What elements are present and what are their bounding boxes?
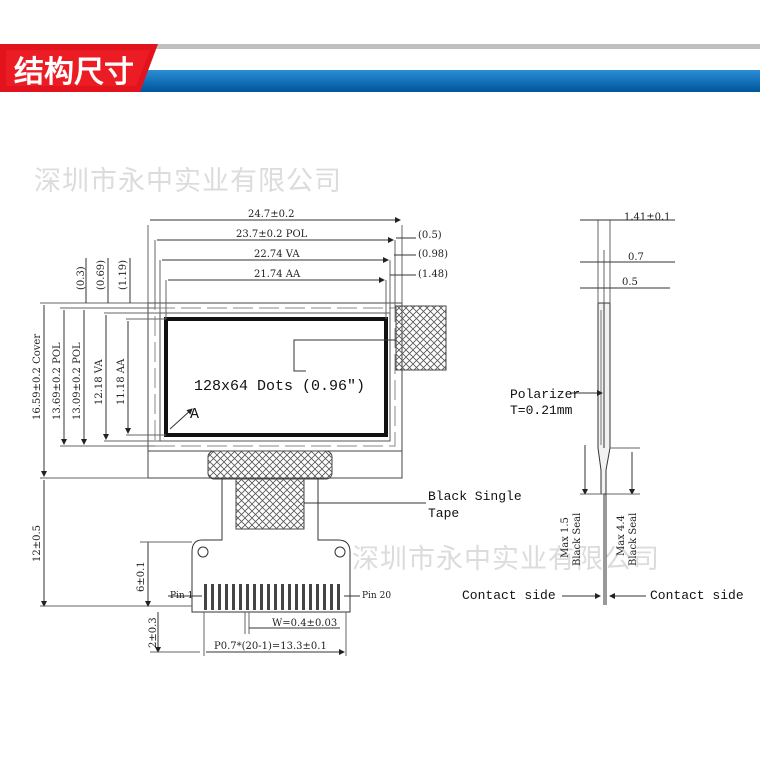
fpc-pin: [295, 584, 298, 610]
fpc-pin: [274, 584, 277, 610]
polarizer-thickness-label: T=0.21mm: [510, 403, 573, 418]
seal-black-2: Black Seal: [628, 513, 639, 566]
fpc-hole-left: [197, 546, 209, 558]
seal-max-4-4: Max 4.4: [616, 515, 627, 556]
polarizer-tab: [395, 305, 447, 371]
polarizer-label: Polarizer: [510, 387, 580, 402]
dim-pol-width: 23.7±0.2 POL: [236, 229, 308, 240]
dim-aa-height: 11.18 AA: [116, 358, 127, 405]
fpc-pin: [323, 584, 326, 610]
fpc-outline: [191, 478, 351, 613]
seal-black-1: Black Seal: [572, 513, 583, 566]
pin-width-label: W=0.4±0.03: [272, 618, 337, 629]
dim-pol-height-inner: 13.09±0.2 POL: [72, 342, 83, 420]
section-header: 结构尺寸: [0, 0, 760, 110]
dim-fpc-2: 2±0.3: [148, 617, 159, 648]
fpc-pin: [218, 584, 221, 610]
fpc-pin: [260, 584, 263, 610]
dim-va-width: 22.74 VA: [254, 249, 300, 260]
point-a-label: A: [190, 406, 199, 423]
contact-side-right: Contact side: [650, 588, 744, 603]
dim-aa-width: 21.74 AA: [254, 269, 301, 280]
fpc-pin: [267, 584, 270, 610]
pin-20-label: Pin 20: [362, 591, 391, 601]
fpc-pin: [246, 584, 249, 610]
watermark-bottom: 深圳市永中实业有限公司: [352, 544, 660, 575]
side-dim-thickness: 1.41±0.1: [624, 212, 671, 223]
visible-area-outline: [159, 312, 391, 442]
side-dim-05: 0.5: [622, 277, 638, 288]
tape-label-line2: Tape: [428, 506, 459, 521]
side-dim-07: 0.7: [628, 252, 644, 263]
fpc-pin: [302, 584, 305, 610]
cover-glass-outline: [147, 302, 403, 452]
dim-left-119: (1.19): [118, 260, 129, 290]
header-blue-bar: [140, 70, 760, 92]
dim-fpc-length: 12±0.5: [32, 525, 43, 562]
active-area-outline: [164, 317, 388, 437]
dim-right-05: (0.5): [418, 230, 442, 241]
black-tape-lower: [235, 478, 305, 530]
polarizer-outline: [154, 307, 396, 447]
display-resolution-label: 128x64 Dots (0.96"): [194, 378, 365, 395]
fpc-pins: [204, 584, 340, 610]
dim-va-height: 12.18 VA: [94, 359, 105, 405]
header-shadow-line: [0, 44, 760, 49]
watermark-top: 深圳市永中实业有限公司: [34, 166, 342, 197]
pin-1-label: Pin 1: [170, 591, 193, 601]
dim-pol-height-outer: 13.69±0.2 POL: [52, 342, 63, 420]
fpc-pin: [232, 584, 235, 610]
header-graphic: 结构尺寸: [0, 44, 760, 92]
fpc-pin: [337, 584, 340, 610]
dim-left-069: (0.69): [96, 260, 107, 290]
fpc-pin: [211, 584, 214, 610]
dim-fpc-6: 6±0.1: [136, 561, 147, 592]
dim-cover-height: 16.59±0.2 Cover: [32, 334, 43, 420]
fpc-hole-right: [334, 546, 346, 558]
seal-max-1-5: Max 1.5: [560, 517, 571, 558]
fpc-pin: [309, 584, 312, 610]
pin-pitch-label: P0.7*(20-1)=13.3±0.1: [214, 641, 327, 652]
dim-right-098: (0.98): [418, 249, 448, 260]
front-view: [40, 217, 447, 656]
tape-label-line1: Black Single: [428, 489, 522, 504]
fpc-pin: [316, 584, 319, 610]
fpc-pin: [253, 584, 256, 610]
fpc-pin: [281, 584, 284, 610]
dim-cover-width: 24.7±0.2: [248, 209, 295, 220]
dim-right-148: (1.48): [418, 269, 448, 280]
black-tape-upper: [207, 450, 333, 480]
dim-left-03: (0.3): [76, 266, 87, 290]
fpc-pin: [204, 584, 207, 610]
contact-side-left: Contact side: [462, 588, 556, 603]
fpc-pin: [225, 584, 228, 610]
fpc-pin: [330, 584, 333, 610]
fpc-pin: [288, 584, 291, 610]
fpc-pin: [239, 584, 242, 610]
side-view: [562, 219, 675, 605]
header-title: 结构尺寸: [14, 55, 134, 90]
